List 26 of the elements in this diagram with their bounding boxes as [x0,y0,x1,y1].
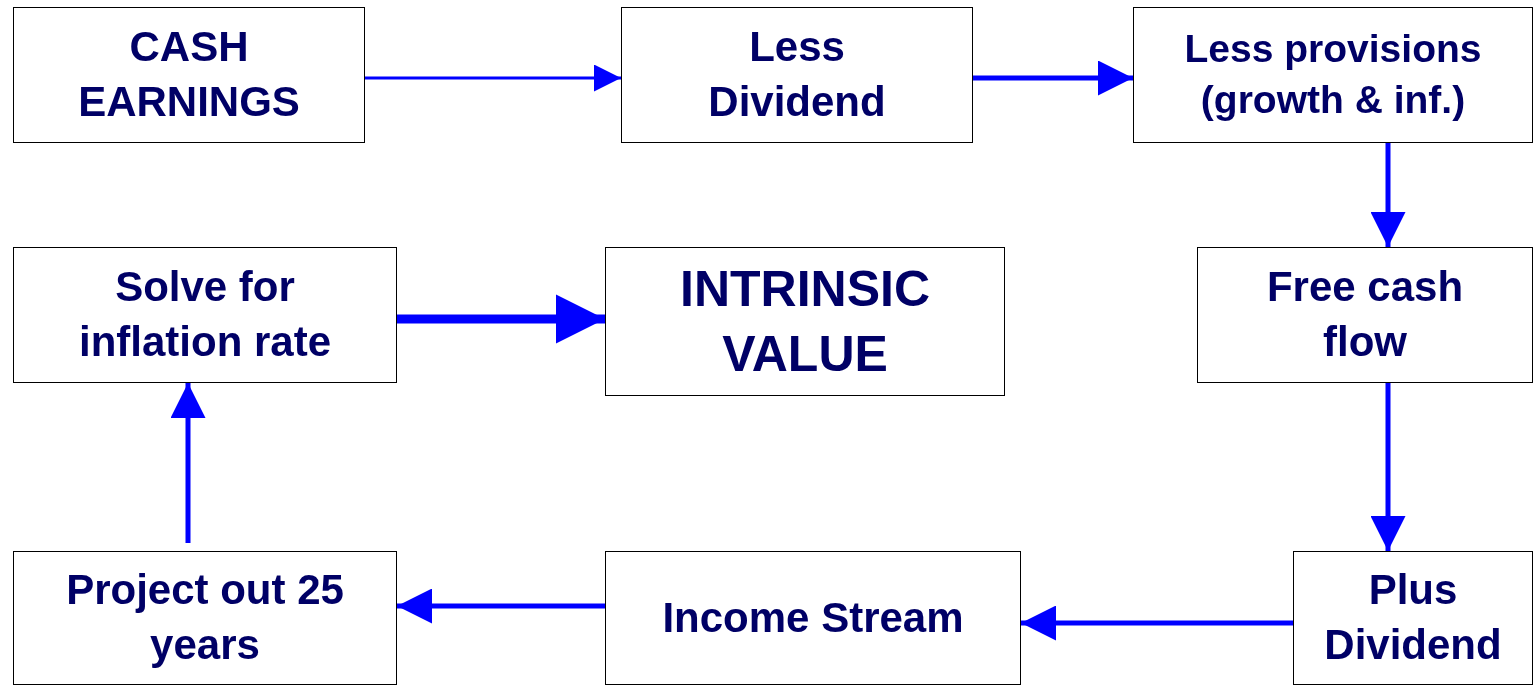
process-box [13,247,397,383]
process-box [13,551,397,685]
process-box [1293,551,1533,685]
box-label: CASH EARNINGS [77,22,301,127]
arrow [973,60,1133,96]
process-box [1197,247,1533,383]
process-box [13,7,365,143]
process-box [1133,7,1533,143]
box-label: INTRINSIC VALUE [679,259,931,384]
box-label: Less Dividend [707,22,887,127]
arrow [1021,605,1293,641]
arrow [397,294,605,344]
arrow [1370,383,1406,551]
arrow [365,64,621,92]
box-label: Project out 25 years [65,565,345,670]
process-box [605,551,1021,685]
box-label: Solve for inflation rate [78,262,332,367]
arrow [170,383,206,543]
box-label: Free cash flow [1265,262,1465,367]
process-box [605,247,1005,396]
box-label: Less provisions (growth & inf.) [1183,26,1483,123]
box-label: Plus Dividend [1323,565,1503,670]
process-box [621,7,973,143]
box-label: Income Stream [662,592,964,643]
arrow [1370,143,1406,247]
arrow [397,588,605,624]
